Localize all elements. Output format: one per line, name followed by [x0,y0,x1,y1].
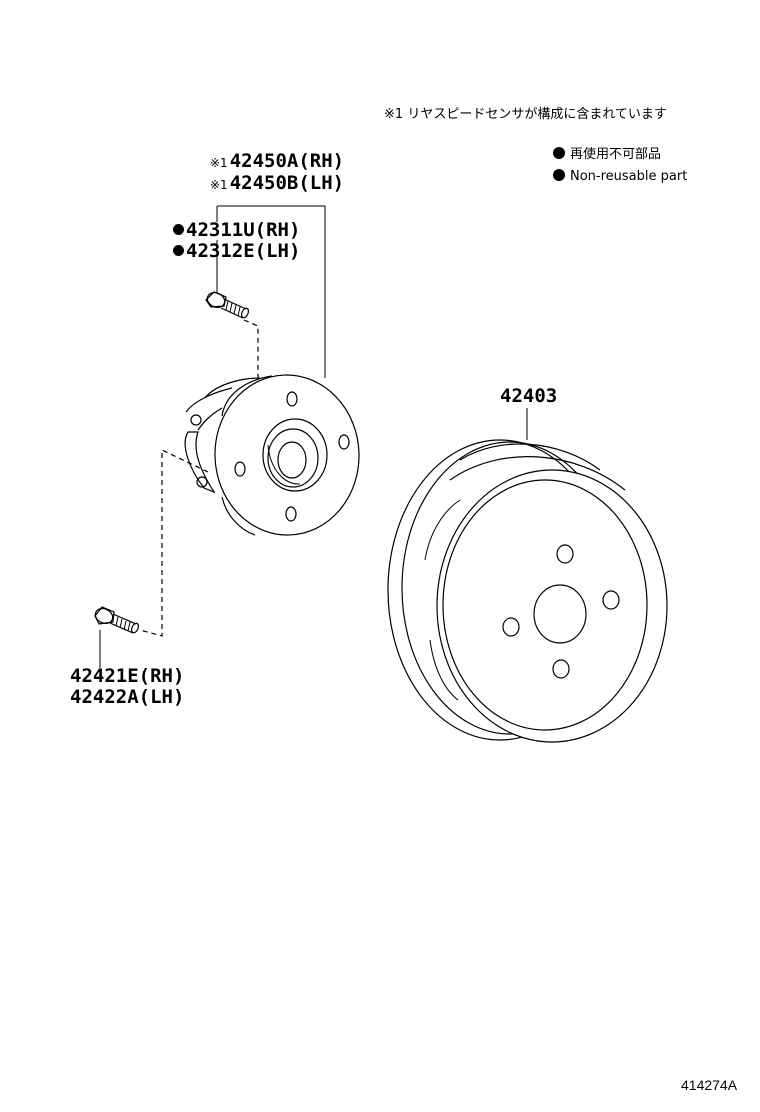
legend-jp-text: 再使用不可部品 [570,147,662,162]
part-number-lh: 42422A(LH) [70,686,185,708]
sensor-note: ※1 リヤスピードセンサが構成に含まれています [384,108,667,121]
non-reusable-dot-icon [553,147,565,159]
legend-item-en: Non-reusable part [553,169,687,183]
part-number-lh: 42312E(LH) [186,240,301,262]
note-mark: ※1 [384,107,404,122]
part-label-42422a[interactable]: 42422A(LH) [70,688,184,707]
legend-en-text: Non-reusable part [570,169,688,184]
note-text: リヤスピードセンサが構成に含まれています [407,107,667,122]
reference-code: 414274A [681,1077,738,1093]
part-label-42421e[interactable]: 42421E(RH) [70,667,184,686]
part-number-lh: 42450B(LH) [229,172,345,194]
non-reusable-dot-icon [173,224,184,235]
part-label-42311u[interactable]: 42311U(RH) [173,221,300,240]
non-reusable-dot-icon [173,245,184,256]
hub-bolt-drawing [205,291,250,319]
part-label-42403[interactable]: 42403 [500,387,557,406]
part-number: 42403 [500,385,558,407]
mounting-bolt-drawing [94,606,140,634]
brake-drum-drawing [387,439,668,743]
part-number-rh: 42421E(RH) [70,665,185,687]
sensor-mark: ※1 [210,178,228,192]
part-number-rh: 42311U(RH) [186,219,301,241]
part-number-rh: 42450A(RH) [229,150,345,172]
leader-lines [99,205,528,668]
sensor-mark: ※1 [210,156,228,170]
part-label-42312e[interactable]: 42312E(LH) [173,242,300,261]
hub-bearing-drawing [184,374,360,536]
legend-item-jp: 再使用不可部品 [553,147,661,161]
non-reusable-dot-icon [553,169,565,181]
